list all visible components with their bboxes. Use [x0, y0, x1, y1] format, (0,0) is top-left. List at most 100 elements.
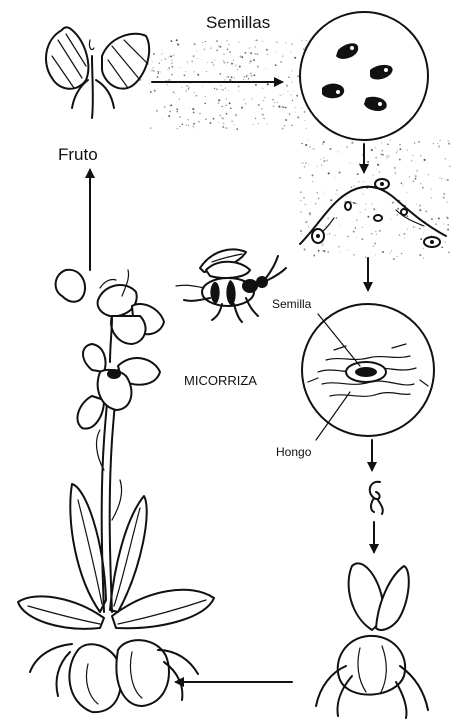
stipple-dot	[172, 66, 174, 68]
seed-in-micorriza	[346, 362, 386, 382]
stipple-dot	[308, 164, 309, 165]
stipple-dot	[438, 217, 440, 219]
stipple-dot	[379, 171, 380, 172]
stipple-dot	[170, 55, 172, 57]
stipple-dot	[326, 160, 328, 162]
stipple-dot	[224, 79, 225, 80]
seeds-circle	[300, 12, 428, 140]
stipple-dot	[289, 113, 290, 114]
stipple-dot	[336, 190, 337, 191]
stipple-dot	[151, 70, 153, 72]
stipple-dot	[373, 175, 374, 176]
stipple-dot	[262, 88, 263, 89]
stipple-dot	[243, 79, 244, 80]
stipple-dot	[449, 166, 450, 167]
stipple-dot	[398, 234, 400, 236]
stipple-dot	[414, 142, 415, 143]
stipple-dot	[282, 55, 283, 56]
stipple-dot	[264, 97, 265, 98]
stipple-dot	[303, 197, 305, 199]
stipple-dot	[380, 153, 382, 155]
stipple-dot	[323, 250, 325, 252]
stipple-dot	[166, 84, 167, 85]
stipple-dot	[411, 160, 413, 162]
stipple-dot	[347, 236, 349, 238]
stipple-dot	[154, 90, 156, 92]
stipple-dot	[393, 258, 395, 260]
stipple-dot	[158, 71, 159, 72]
stipple-dot	[186, 85, 188, 87]
stipple-dot	[376, 234, 377, 235]
stipple-dot	[258, 104, 260, 106]
stipple-dot	[302, 162, 304, 164]
stipple-dot	[433, 143, 434, 144]
stipple-dot	[390, 140, 391, 141]
stipple-dot	[396, 152, 397, 153]
stipple-dot	[295, 107, 296, 108]
stipple-dot	[254, 40, 255, 41]
stipple-dot	[171, 62, 173, 64]
stipple-dot	[445, 242, 446, 243]
stipple-dot	[189, 83, 190, 84]
stipple-dot	[318, 198, 320, 200]
stipple-dot	[281, 106, 283, 108]
stipple-dot	[423, 233, 424, 234]
stipple-dot	[194, 92, 195, 93]
stipple-dot	[213, 65, 214, 66]
stipple-dot	[285, 42, 286, 43]
stipple-dot	[287, 91, 288, 92]
stipple-dot	[169, 110, 171, 112]
stipple-dot	[443, 241, 444, 242]
stipple-dot	[226, 113, 228, 115]
stipple-dot	[243, 99, 244, 100]
stipple-dot	[285, 107, 287, 109]
stipple-dot	[431, 218, 433, 220]
seeds-on-ground	[300, 179, 446, 247]
stipple-dot	[355, 227, 356, 228]
stipple-dot	[371, 204, 372, 205]
stipple-dot	[227, 49, 228, 50]
micorriza-circle	[302, 304, 434, 436]
stipple-dot	[209, 122, 211, 124]
stipple-dot	[419, 228, 420, 229]
stipple-dot	[399, 144, 401, 146]
stipple-dot	[318, 250, 320, 252]
stipple-dot	[223, 62, 225, 64]
stipple-dot	[158, 62, 160, 64]
label-fruto: Fruto	[58, 145, 98, 164]
stipple-dot	[320, 159, 321, 160]
stipple-dot	[244, 52, 246, 54]
stipple-dot	[448, 141, 449, 142]
stipple-dot	[282, 128, 284, 130]
stipple-dot	[419, 254, 421, 256]
stipple-dot	[204, 49, 206, 51]
stipple-dot	[401, 253, 402, 254]
stipple-dot	[443, 193, 445, 195]
stipple-dot	[188, 125, 189, 126]
stipple-dot	[419, 204, 421, 206]
stipple-dot	[428, 174, 429, 175]
stipple-dot	[174, 93, 175, 94]
stipple-dot	[241, 56, 243, 58]
stipple-dot	[420, 238, 422, 240]
stipple-dot	[266, 49, 268, 51]
stipple-dot	[181, 87, 182, 88]
stipple-dot	[445, 158, 447, 160]
stipple-dot	[202, 42, 203, 43]
stipple-dot	[226, 98, 228, 100]
stipple-dot	[309, 214, 310, 215]
stipple-dot	[305, 162, 307, 164]
stipple-dot	[220, 89, 221, 90]
stipple-dot	[165, 58, 167, 60]
stipple-dot	[187, 62, 188, 63]
stipple-dot	[171, 59, 172, 60]
stipple-dot	[381, 150, 383, 152]
stipple-dot	[356, 203, 358, 205]
stipple-dot	[322, 245, 323, 246]
stipple-dot	[216, 88, 217, 89]
stipple-dot	[362, 227, 363, 228]
stipple-dot	[327, 234, 328, 235]
stipple-dot	[304, 204, 306, 206]
stipple-dot	[253, 74, 255, 76]
